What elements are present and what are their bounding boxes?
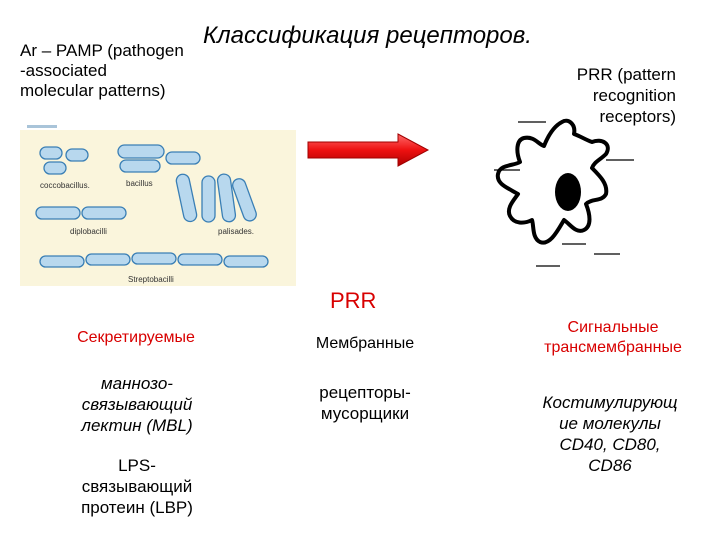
coccobacillus-shape xyxy=(43,161,67,175)
palisade-shape xyxy=(175,173,198,223)
cell-nucleus xyxy=(555,173,581,211)
diplobacillus-shape xyxy=(35,206,81,220)
bacteria-illustration: coccobacillus. bacillus diplobacilli pal… xyxy=(20,130,296,286)
membrane-header: Мембранные xyxy=(315,335,415,352)
streptobacillus-shape xyxy=(177,253,223,266)
receptor-description: PRR (pattern recognition receptors) xyxy=(576,65,676,126)
diplobacillus-shape xyxy=(81,206,127,220)
bacillus-shape xyxy=(117,144,165,159)
palisade-shape xyxy=(216,173,237,223)
palisade-shape xyxy=(232,178,257,222)
lbp-item: LPS- связывающий протеин (LBP) xyxy=(81,456,193,517)
label-palisades: palisades. xyxy=(218,227,254,236)
secreted-header: Секретируемые xyxy=(77,329,195,346)
prr-heading: PRR xyxy=(330,288,377,313)
streptobacillus-shape xyxy=(223,255,269,268)
cell-membrane xyxy=(495,118,610,245)
mbl-item: маннозо- связывающий лектин (MBL) xyxy=(81,374,193,435)
signaling-header: Сигнальные трансмембранные xyxy=(544,319,682,356)
label-diplobacilli: diplobacilli xyxy=(70,227,107,236)
antigen-description: Ar – PAMP (pathogen -associated molecula… xyxy=(20,41,184,100)
coccobacillus-shape xyxy=(39,146,63,160)
bacteria-drawing: coccobacillus. bacillus diplobacilli pal… xyxy=(35,144,269,284)
panel-tab-marker xyxy=(27,125,57,128)
bacillus-shape xyxy=(165,151,201,165)
palisade-shape xyxy=(201,175,216,223)
scavenger-receptors-item: рецепторы- мусорщики xyxy=(319,383,411,423)
slide-title: Классификация рецепторов. xyxy=(203,22,532,49)
costimulatory-item: Костимулирующ ие молекулы CD40, CD80, CD… xyxy=(542,393,678,475)
streptobacillus-shape xyxy=(131,252,177,265)
streptobacillus-shape xyxy=(39,255,85,268)
coccobacillus-shape xyxy=(65,148,89,162)
macrophage-cell-icon xyxy=(494,118,634,267)
label-bacillus: bacillus xyxy=(126,179,153,188)
right-arrow-icon xyxy=(307,133,430,167)
label-streptobacilli: Streptobacilli xyxy=(128,275,174,284)
streptobacillus-shape xyxy=(85,253,131,266)
bacillus-shape xyxy=(119,159,161,173)
label-coccobacillus: coccobacillus. xyxy=(40,181,90,190)
